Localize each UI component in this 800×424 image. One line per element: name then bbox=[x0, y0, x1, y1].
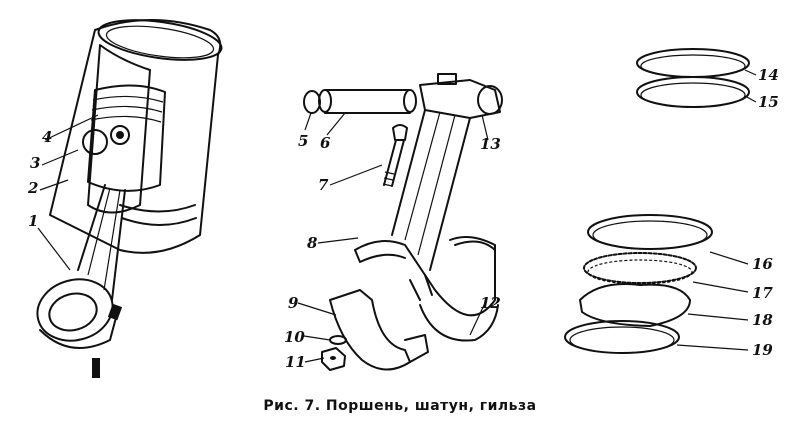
callout-11: 11 bbox=[285, 353, 306, 371]
leader-lines bbox=[37, 69, 757, 363]
callout-10: 10 bbox=[284, 328, 305, 346]
callout-18: 18 bbox=[752, 311, 773, 329]
piston-liner-assembly bbox=[36, 19, 223, 378]
callout-3: 3 bbox=[30, 154, 41, 172]
callout-5: 5 bbox=[298, 132, 309, 150]
callout-4: 4 bbox=[42, 128, 53, 146]
callout-6: 6 bbox=[320, 134, 331, 152]
callout-14: 14 bbox=[758, 66, 779, 84]
callout-15: 15 bbox=[758, 93, 779, 111]
callout-8: 8 bbox=[307, 234, 318, 252]
connecting-rod-assembly bbox=[303, 73, 503, 371]
callout-2: 2 bbox=[28, 179, 39, 197]
callout-9: 9 bbox=[288, 294, 299, 312]
callout-1: 1 bbox=[28, 212, 39, 230]
figure-caption: Рис. 7. Поршень, шатун, гильза bbox=[263, 398, 537, 414]
piston-rings bbox=[564, 48, 750, 354]
callout-17: 17 bbox=[752, 284, 773, 302]
callout-16: 16 bbox=[752, 255, 773, 273]
callout-7: 7 bbox=[318, 176, 329, 194]
callout-13: 13 bbox=[480, 135, 501, 153]
callout-12: 12 bbox=[480, 294, 501, 312]
callout-19: 19 bbox=[752, 341, 773, 359]
